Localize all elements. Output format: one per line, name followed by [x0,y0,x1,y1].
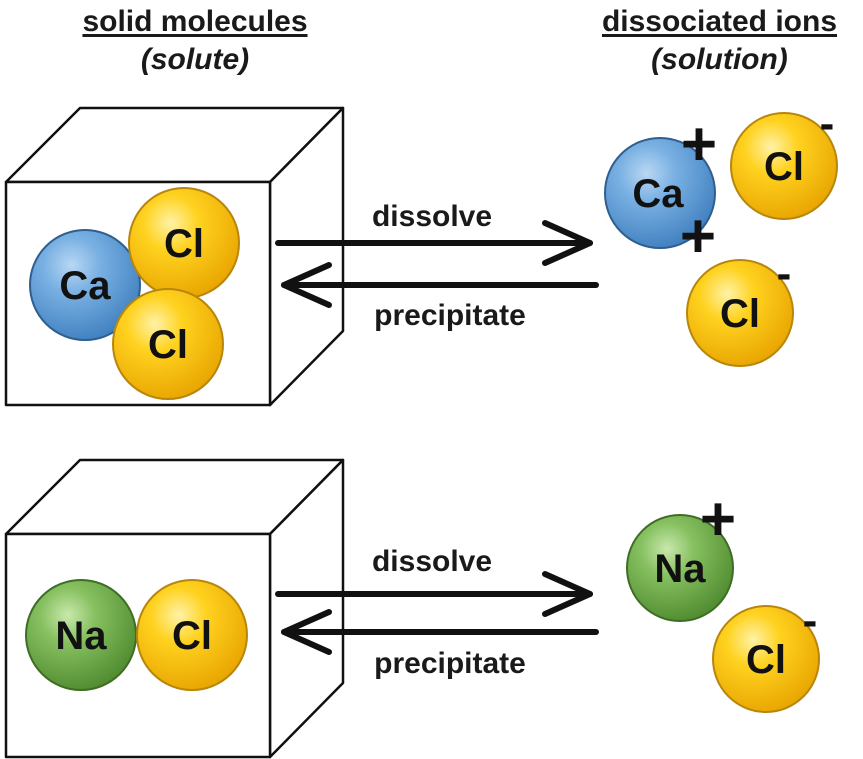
precipitate-label-bottom: precipitate [374,647,526,680]
ion-na: Na + [626,485,736,622]
ion-ca-label: Ca [632,172,684,216]
left-header: solid molecules (solute) [40,4,350,78]
ion-cl-3-label: Cl [746,638,786,682]
atom-cl-solid-3: Cl [136,579,248,691]
left-header-title: solid molecules [82,5,308,38]
dissolve-label-top: dissolve [372,200,492,233]
atom-cl-solid-3-label: Cl [172,614,212,658]
ion-na-charge: + [700,485,736,554]
dissolve-arrow-bottom [275,571,593,617]
ion-cl-1-label: Cl [764,145,804,189]
atom-ca-solid: Ca [29,229,141,341]
ion-cl-3-charge: - [803,596,818,645]
atom-ca-solid-label: Ca [59,264,111,308]
ion-cl-1: Cl - [730,99,838,220]
atom-cl-solid-2: Cl [112,288,224,400]
ion-ca: Ca + + [604,110,717,271]
ion-na-label: Na [654,547,706,591]
dissolve-label-bottom: dissolve [372,545,492,578]
atom-cl-solid-2-label: Cl [148,323,188,367]
ion-ca-charge-2: + [680,202,716,271]
dissolve-arrow-top [275,220,593,266]
atom-cl-solid-1-label: Cl [164,222,204,266]
ion-ca-charge-1: + [681,110,717,179]
ion-cl-3: Cl - [712,596,820,713]
ion-cl-2: Cl - [686,249,794,367]
right-header-title: dissociated ions [601,5,838,38]
solid-nacl-molecule: Na Cl [25,579,248,691]
precipitate-arrow-top [281,262,599,308]
ion-cl-2-charge: - [777,249,792,298]
precipitate-label-top: precipitate [374,299,526,332]
right-header: dissociated ions (solution) [572,4,863,78]
solid-cacl2-molecule: Ca Cl Cl [29,187,240,400]
atom-na-solid: Na [25,579,137,691]
left-header-subtitle: (solute) [140,43,250,76]
ion-cl-2-label: Cl [720,292,760,336]
cube-cacl2 [4,106,345,407]
right-header-subtitle: (solution) [651,43,788,76]
ion-cl-1-charge: - [820,99,835,148]
precipitate-arrow-bottom [281,609,599,655]
atom-cl-solid-1: Cl [128,187,240,299]
atom-na-solid-label: Na [55,614,107,658]
